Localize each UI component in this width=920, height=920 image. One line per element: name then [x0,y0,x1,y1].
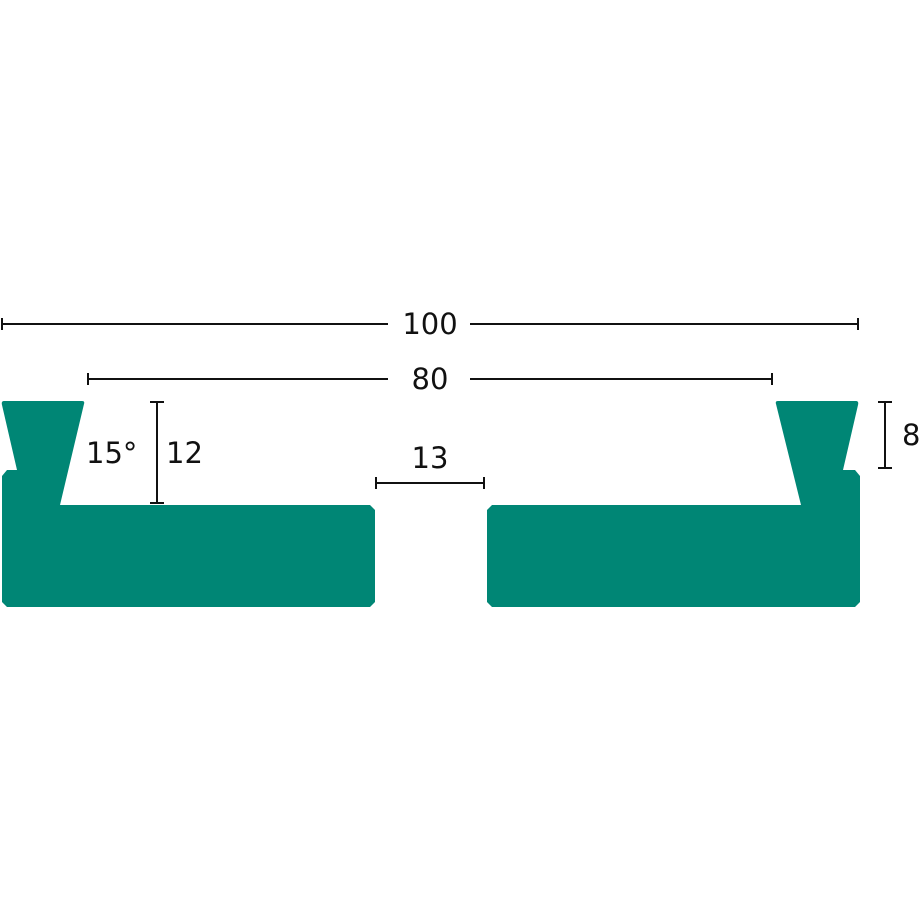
label-gap: 13 [412,441,449,475]
left-profile [1,401,375,607]
label-inner-width: 80 [412,362,449,396]
dimension-lip-height: 8 [878,401,920,469]
dimension-overall-width: 100 [1,307,859,341]
label-overall-width: 100 [402,307,457,341]
label-angle: 15° [86,436,137,470]
dimension-inner-width: 80 [87,362,773,396]
label-height: 12 [166,436,203,470]
label-lip-height: 8 [902,418,920,452]
right-profile [487,401,860,607]
dimension-height: 12 [150,401,203,504]
dimension-gap: 13 [375,441,485,489]
